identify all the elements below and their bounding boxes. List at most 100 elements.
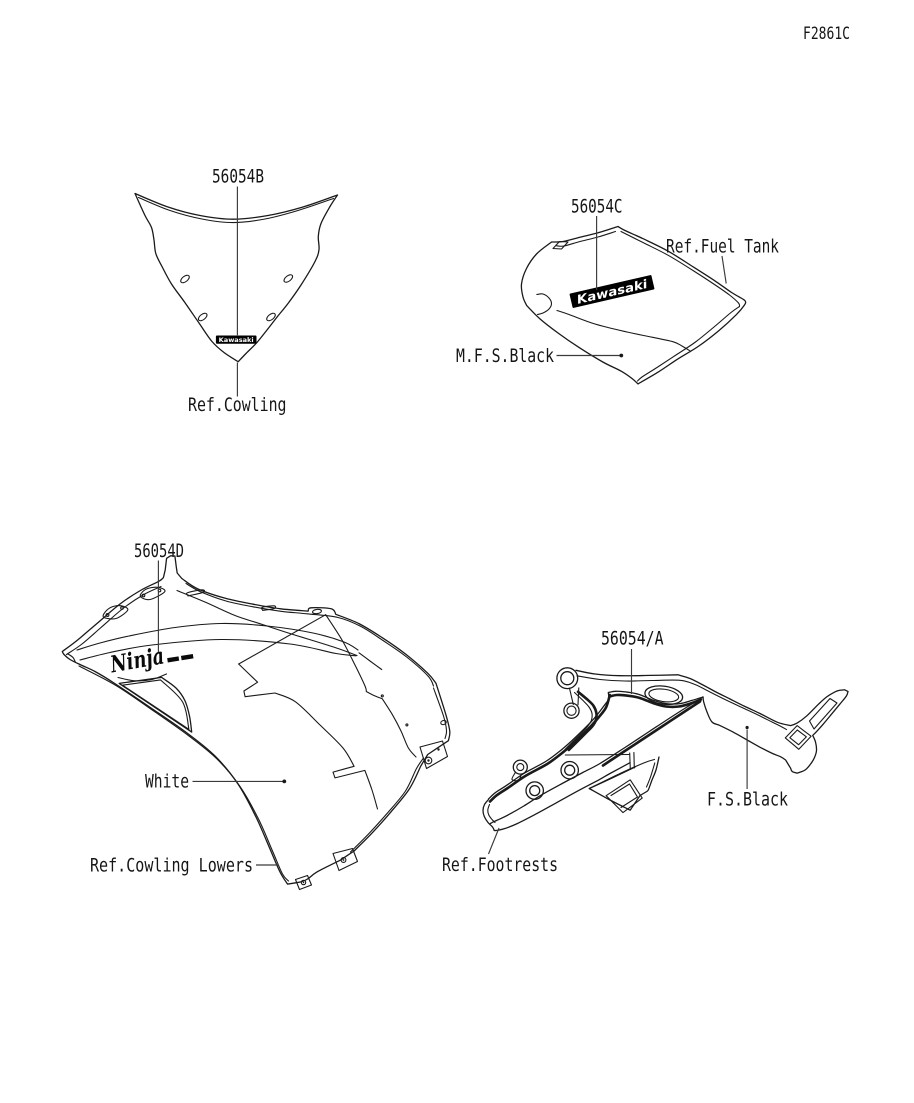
cowling-rivet-dot-2 [405, 723, 409, 727]
footrest-boss-arm-edge [567, 690, 598, 752]
cowling-bottom-tab-ring [300, 879, 307, 886]
cowling-right-edge-line-upper [432, 687, 448, 740]
footrest-link-hole [566, 705, 577, 716]
footrest-wing-inner-triangle [808, 697, 838, 730]
footrest-upper-dark-edge [488, 693, 612, 803]
windscreen-top-trim-line [137, 196, 335, 224]
cowling-mirror-boss-oval [311, 608, 323, 615]
cowling-fasteners [294, 719, 449, 891]
cowling-bottom-tab-dot [302, 881, 305, 884]
cowling-corner-bracket-ring [424, 756, 433, 765]
footrest-ring-1-inner [564, 764, 576, 776]
finish-label-fs-black: F.S.Black [707, 789, 788, 811]
cowling-window-inner [121, 679, 190, 730]
ref-label-cowling-lowers: Ref.Cowling Lowers [90, 855, 253, 877]
fuel-tank-rolled-edge-line [620, 230, 741, 382]
leader-ref-footrests [487, 827, 500, 855]
figure-windscreen: Kawasaki 56054B Ref.Cowling [134, 166, 339, 416]
part-number-cowling-decal: 56054D [134, 540, 184, 562]
footrest-foot-cap-inner [487, 803, 496, 824]
cowling-ninja-dash-2 [180, 654, 194, 661]
fuel-tank-outline [520, 225, 747, 385]
fuel-tank-mount-notch [552, 240, 569, 250]
footrest-mount-block-inner [789, 729, 807, 746]
footrest-diagonal-dark-segment [601, 700, 702, 767]
fuel-tank-decal-text: Kawasaki [575, 277, 649, 307]
cowling-foot-bracket-ring [340, 857, 347, 863]
fuel-tank-kawasaki-decal: Kawasaki [569, 275, 655, 308]
cowling-top-edge-line-right [185, 582, 435, 687]
part-number-windscreen-decal: 56054B [212, 166, 264, 188]
cowling-bottom-tab [294, 874, 313, 891]
footrest-boss-outer [556, 667, 579, 690]
footrest-bottom-edge [493, 762, 631, 832]
footrest-sail-stem-1 [629, 752, 631, 771]
cowling-rivet-dot-1 [380, 694, 384, 698]
windscreen-hole-lower-right [266, 312, 276, 322]
cowling-window-outline [118, 676, 193, 733]
footrest-gusset-dark-band [609, 693, 703, 709]
windscreen-kawasaki-decal: Kawasaki [215, 335, 257, 344]
cowling-stripe-line-2 [79, 638, 357, 661]
footrest-ring-2-outer [525, 781, 545, 800]
ref-label-cowling: Ref.Cowling [188, 394, 287, 416]
cowling-top-brackets [102, 586, 323, 620]
cowling-stripe-joint [358, 652, 383, 671]
footrest-connector-line [564, 753, 630, 756]
cowling-bracket-a [102, 605, 129, 620]
cowling-bracket-a-hole-2 [120, 606, 124, 610]
windscreen-decal-bar [215, 335, 257, 344]
cowling-chevron-steep-line [325, 614, 417, 758]
windscreen-hole-upper-left [180, 274, 190, 284]
cowling-corner-bracket-dot [427, 759, 430, 762]
windscreen-decal-text: Kawasaki [219, 337, 254, 344]
footrest-sail-inner-left [592, 758, 656, 788]
fuel-tank-decal-bar [569, 275, 655, 308]
footrest-boss-hole [560, 671, 575, 686]
cowling-right-edge-line-lower [349, 757, 425, 853]
footrest-oval-opening-inner [648, 688, 680, 703]
footrest-oval-opening-outer [644, 685, 684, 706]
cowling-lower-edge-line [78, 665, 290, 882]
fuel-tank-recess [536, 293, 553, 316]
fuel-tank-crease-line [556, 309, 691, 352]
figure-cowling-lowers: Ninja 56054D White Ref.Cowling Lowers [61, 540, 451, 891]
cowling-ninja-dash-1 [167, 656, 180, 663]
cowling-windscreen-lower-line [176, 589, 358, 657]
fuel-tank-top-edge-line [555, 230, 617, 247]
cowling-foot-bracket-dot [342, 859, 345, 861]
finish-label-mfs-black: M.F.S.Black [456, 345, 554, 367]
cowling-ninja-underline [117, 673, 168, 682]
cowling-bracket-b [139, 586, 166, 601]
leader-dot-fs-black [745, 725, 749, 730]
windscreen-hole-upper-right [283, 274, 294, 283]
cowling-bracket-b-hole-1 [141, 593, 146, 598]
cowling-bracket-a-hole-1 [105, 613, 110, 617]
cowling-chevron-body [238, 663, 379, 810]
cowling-ninja-decal: Ninja [108, 642, 194, 682]
footrest-ring-1-outer [560, 760, 580, 780]
footrest-foot-cap [482, 798, 495, 832]
cowling-edge-slot-1 [185, 589, 206, 597]
footrest-link-ring [563, 702, 580, 719]
cowling-outline [61, 555, 451, 885]
part-number-fuel-tank-decal: 56054C [571, 196, 623, 218]
cowling-corner-bracket [419, 740, 449, 770]
leader-ref-fuel-tank [721, 255, 727, 284]
cowling-decal-text: Ninja [108, 642, 167, 678]
cowling-stripe-line-1 [76, 622, 359, 651]
footrest-link-left [568, 687, 574, 706]
part-number-footrest-decal: 56054/A [601, 628, 664, 650]
footrest-foot-block [605, 779, 643, 814]
cowling-edge-slot-2 [261, 605, 277, 611]
finish-label-white: White [145, 771, 189, 793]
footrest-ring-2-inner [529, 784, 541, 797]
footrest-foot-block-inner [610, 783, 639, 809]
windscreen-hole-lower-left [197, 312, 208, 322]
footrest-main-arm-outline [575, 669, 849, 774]
footrest-small-boss-tab [511, 772, 523, 782]
cowling-chevron-top-edge [238, 614, 327, 665]
footrest-top-edge-inner [576, 675, 788, 731]
cowling-nose-curl [67, 653, 77, 664]
